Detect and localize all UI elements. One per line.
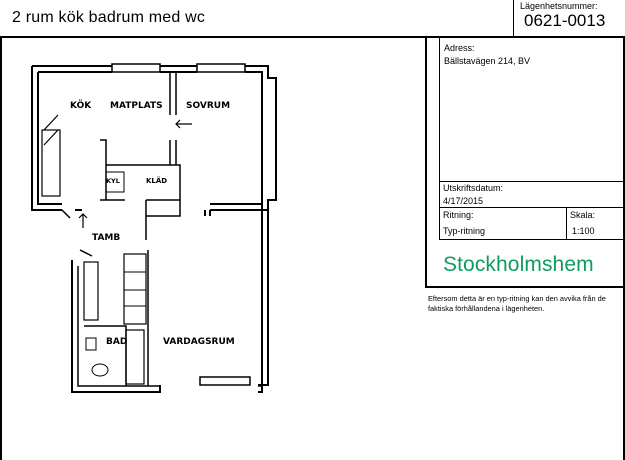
sink xyxy=(85,337,97,351)
address-label: Adress: xyxy=(444,43,475,53)
info-sep-2 xyxy=(439,207,623,208)
brand-logo-text: Stockholmshem xyxy=(443,253,594,276)
kitchen-stove xyxy=(43,114,59,146)
drawing-label: Ritning: xyxy=(443,210,474,220)
print-date-value: 4/17/2015 xyxy=(443,196,484,206)
page-title: 2 rum kök badrum med wc xyxy=(12,9,206,26)
scale-label: Skala: xyxy=(570,210,596,220)
print-date-label: Utskriftsdatum: xyxy=(443,183,504,193)
room-label-living: VARDAGSRUM xyxy=(163,337,235,347)
arrow-bedroom xyxy=(175,119,192,129)
window-bedroom xyxy=(196,63,246,73)
apartment-number-label: Lägenhetsnummer: xyxy=(520,1,598,11)
left-border xyxy=(0,36,2,460)
wall-outline-lower xyxy=(71,204,269,393)
info-box-left xyxy=(425,37,427,287)
wall-inner-top xyxy=(38,71,263,205)
kitchen-counter xyxy=(41,129,61,197)
bath-wall xyxy=(84,250,149,386)
drawing-value: Typ-ritning xyxy=(443,226,486,236)
room-label-dining: MATPLATS xyxy=(110,101,163,111)
wall-inner-lower xyxy=(77,266,262,387)
info-sep-3 xyxy=(439,239,623,240)
wall-outline-upper xyxy=(32,65,277,211)
window-kitchen xyxy=(111,63,161,73)
wall-outline-left xyxy=(31,66,82,211)
address-value: Bällstavägen 214, BV xyxy=(444,56,531,66)
room-label-kitchen: KÖK xyxy=(70,100,92,111)
room-label-bath: BAD xyxy=(106,337,127,347)
arrow-hall xyxy=(78,213,88,228)
wall-inner-left xyxy=(37,72,62,205)
door-bath xyxy=(79,249,93,257)
hall-wall-right xyxy=(145,200,181,240)
top-border xyxy=(0,36,625,38)
window-living xyxy=(199,376,251,386)
bathtub xyxy=(125,329,145,385)
info-box-bottom xyxy=(425,286,623,288)
toilet xyxy=(91,363,109,377)
room-label-kyl: KYL xyxy=(106,177,120,185)
apt-box-left xyxy=(513,0,514,37)
wardrobe-dividers xyxy=(124,271,146,307)
scale-divider xyxy=(566,207,567,239)
room-label-klad: KLÄD xyxy=(146,176,167,185)
disclaimer-text: Eftersom detta är en typ-ritning kan den… xyxy=(428,294,606,313)
partition-kitchen-bedroom xyxy=(169,72,177,165)
info-sep-1 xyxy=(439,181,623,182)
kyl-box xyxy=(105,171,125,193)
apartment-number: 0621-0013 xyxy=(524,11,606,30)
wardrobe-hall-right xyxy=(123,253,147,325)
wardrobe-hall-left xyxy=(83,261,99,321)
room-label-bedroom: SOVRUM xyxy=(186,101,230,111)
scale-value: 1:100 xyxy=(572,226,595,236)
right-border xyxy=(623,36,625,460)
room-label-hall: TAMB xyxy=(92,233,120,243)
door-gap-entrance xyxy=(61,209,71,219)
info-inner-left xyxy=(439,38,440,240)
closet-block xyxy=(100,139,181,201)
